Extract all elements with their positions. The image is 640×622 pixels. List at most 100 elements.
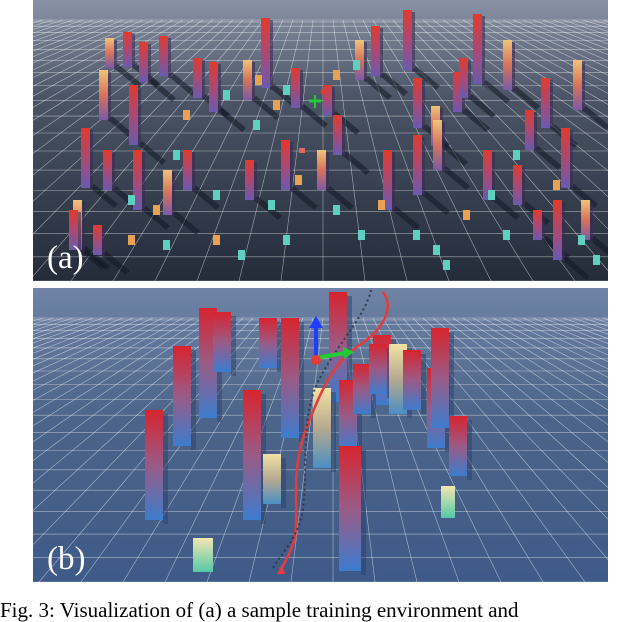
column-shadow [290,186,318,210]
column-shadow [218,108,246,132]
column-side [449,332,454,432]
obstacle-column [449,416,467,476]
obstacle-column [145,410,163,520]
column-side [172,172,175,217]
obstacle-column [503,40,512,90]
obstacle-column [139,42,148,82]
column-side [326,152,329,192]
obstacle-column [133,150,142,210]
column-side [582,62,585,112]
scene-b-canvas [33,288,608,582]
obstacle-column [541,78,550,128]
column-side [550,80,553,130]
short-block [358,230,365,240]
column-side [512,42,515,92]
column-side [218,64,221,114]
obstacle-column [317,150,326,190]
short-block [413,230,420,240]
short-block [223,90,230,100]
short-block [463,210,470,220]
column-side [300,70,303,110]
column-side [281,458,286,508]
column-side [108,72,111,122]
short-block [503,230,510,240]
column-side [534,112,537,152]
short-block [253,120,260,130]
column-shadow [492,196,520,220]
obstacle-columns [145,292,472,575]
column-side [442,122,445,172]
column-shadow [468,94,496,118]
short-block [378,200,385,210]
obstacle-column [339,380,357,450]
short-block [353,60,360,70]
short-block [268,200,275,210]
column-shadow [412,66,440,90]
short-block [163,240,170,250]
figure-caption: Fig. 3: Visualization of (a) a sample tr… [0,598,519,622]
obstacle-column [263,454,281,504]
column-shadow [114,64,142,88]
column-shadow [482,80,510,104]
short-block [433,245,440,255]
obstacle-column [459,58,468,98]
obstacle-column [483,150,492,200]
column-side [82,202,85,252]
short-block [128,195,135,205]
obstacle-column [199,308,217,418]
obstacle-columns [69,10,593,262]
obstacle-column [243,390,261,520]
obstacle-column [103,150,112,190]
short-block [238,250,245,260]
column-shadow [102,251,130,275]
column-shadow [142,206,170,230]
column-side [332,87,335,117]
column-side [422,137,425,197]
obstacle-column [369,344,387,394]
obstacle-column [389,344,407,414]
column-side [112,152,115,192]
obstacle-column [105,38,114,68]
short-block [173,150,180,160]
column-shadow [168,72,196,96]
column-side [277,322,282,372]
short-block [255,75,262,85]
column-shadow [392,206,420,230]
column-side [102,227,105,257]
column-side [90,130,93,190]
drone-axis-gizmo [309,316,354,365]
panel-a-label: (a) [47,240,84,276]
column-shadow [300,104,328,128]
column-side [202,60,205,100]
column-shadow [422,191,450,215]
obstacle-column [371,26,380,76]
column-side [78,212,81,252]
scene-a-canvas [33,0,608,281]
obstacle-column [123,32,132,67]
short-block [273,100,280,110]
obstacle-column [313,388,331,468]
obstacle-column [261,18,270,88]
column-side [570,130,573,190]
column-side [114,40,117,70]
panel-a-training-environment: (a) [33,0,608,281]
column-side [590,202,593,242]
obstacle-column [453,72,462,112]
obstacle-column [163,170,172,215]
column-side [290,142,293,192]
obstacle-column [213,312,231,372]
short-block [213,190,220,200]
short-block [193,538,213,572]
obstacle-column [513,165,522,205]
obstacle-column [573,60,582,110]
short-block [183,110,190,120]
short-block [441,486,455,518]
column-side [148,44,151,84]
column-side [422,80,425,130]
short-block [593,255,600,265]
obstacle-column [413,78,422,128]
column-side [132,34,135,69]
column-shadow [138,141,166,165]
short-block [213,235,220,245]
short-block [128,235,135,245]
